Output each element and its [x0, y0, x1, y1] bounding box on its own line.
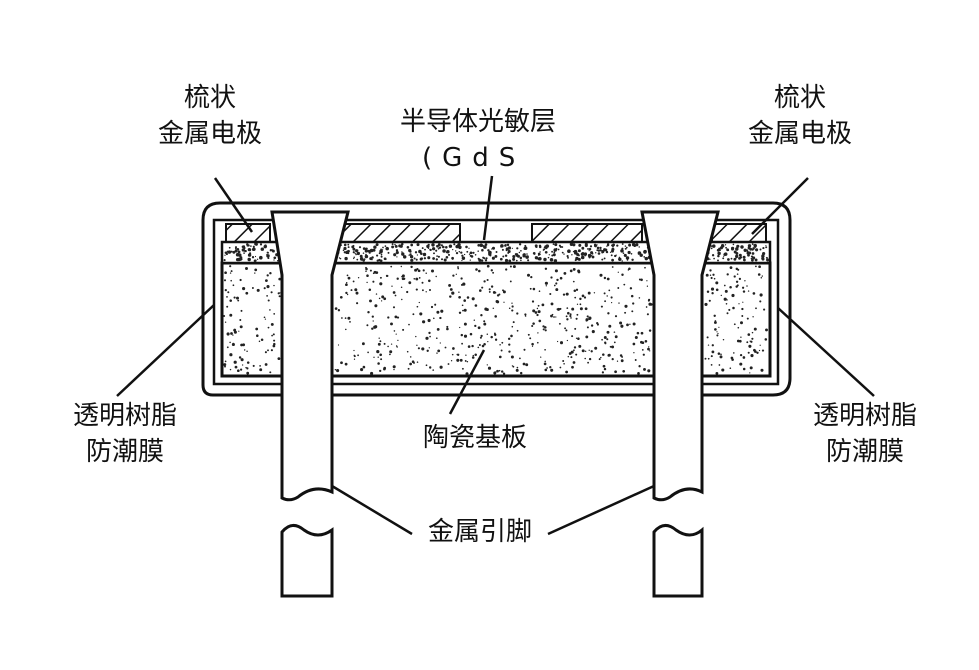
metal-leads-label: 金属引脚: [427, 517, 532, 547]
comb-electrode-segment: [335, 223, 461, 243]
leader-lines: [116, 175, 875, 536]
semiconductor-layer-line2: (GdS: [422, 143, 526, 173]
substrate-speckle: [223, 264, 768, 376]
comb-electrode-segment: [531, 223, 643, 243]
semiconductor-layer-line1: 半导体光敏层: [400, 107, 557, 137]
metal-lead-right: [640, 210, 720, 502]
moisture-film-right-line2: 防潮膜: [825, 437, 904, 467]
moisture-film-left-line1: 透明树脂: [72, 401, 177, 431]
ceramic-substrate-label: 陶瓷基板: [422, 423, 527, 453]
comb-electrode-right-label: 梳状 金属电极: [730, 80, 870, 152]
moisture-film-right-label: 透明树脂 防潮膜: [790, 398, 940, 470]
comb-electrode-left-line1: 梳状: [183, 83, 236, 113]
comb-electrode-right-line2: 金属电极: [747, 119, 852, 149]
moisture-film-right-line1: 透明树脂: [812, 401, 917, 431]
moisture-film-left-line2: 防潮膜: [85, 437, 164, 467]
comb-electrode-left-line2: 金属电极: [157, 119, 262, 149]
semiconductor-speckle: [223, 242, 770, 263]
metal-lead-right-lower: [652, 524, 704, 598]
moisture-film-left-label: 透明树脂 防潮膜: [50, 398, 200, 470]
semiconductor-layer-label: 半导体光敏层 (GdS: [400, 104, 556, 176]
comb-electrode-left-label: 梳状 金属电极: [150, 80, 270, 152]
metal-lead-left-lower: [280, 524, 334, 598]
comb-electrode-right-line1: 梳状: [773, 83, 826, 113]
metal-lead-left: [270, 210, 350, 502]
